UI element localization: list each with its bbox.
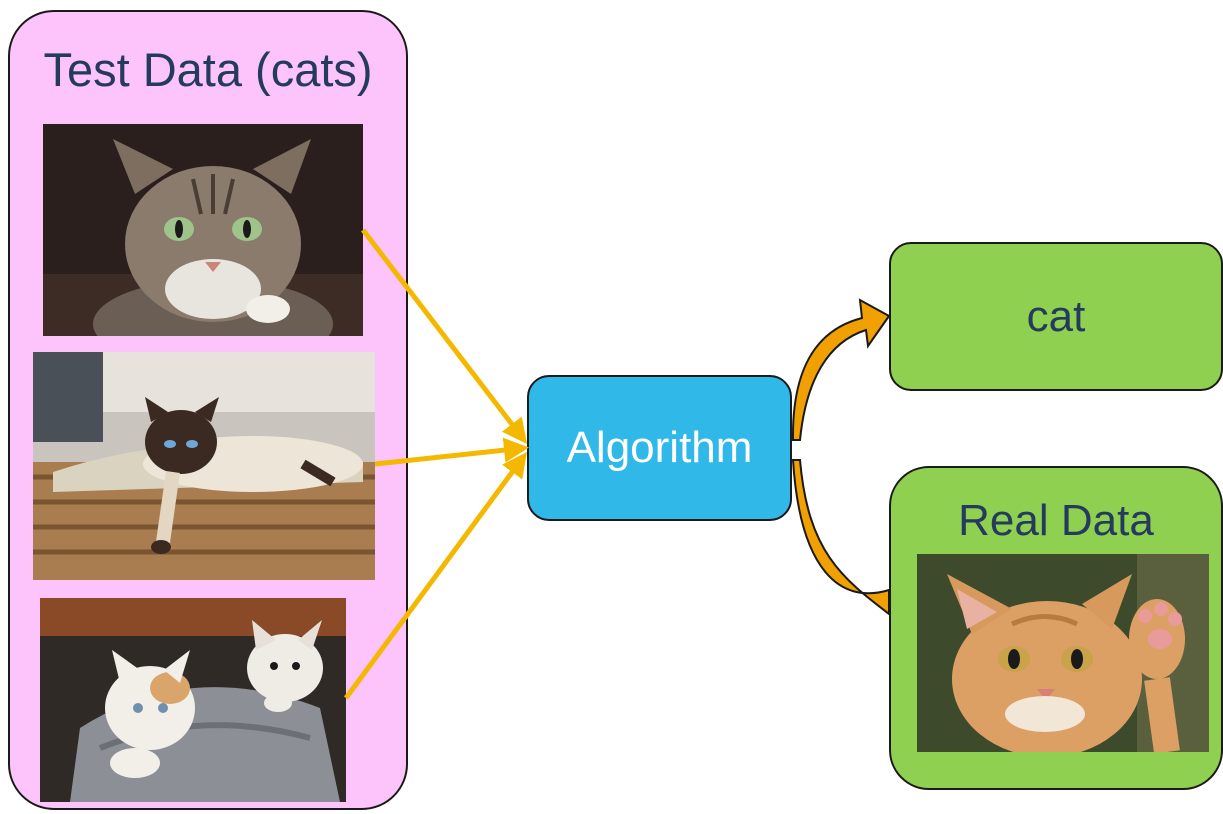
algorithm-label: Algorithm [566,423,753,472]
test-photo-siamese-cat [33,352,375,580]
output-label-box: cat [889,242,1223,391]
test-data-title: Test Data (cats) [43,43,373,96]
real-photo-orange-kitten [917,554,1209,752]
arrow-algorithm-to-cat [791,298,891,441]
test-photo-kittens-in-boot [40,598,346,802]
real-data-title: Real Data [958,496,1154,545]
test-photo-tabby-cat [43,124,363,336]
algorithm-box: Algorithm [527,375,792,521]
arrow-real-data-to-algorithm [791,459,890,617]
output-label: cat [1026,291,1086,341]
